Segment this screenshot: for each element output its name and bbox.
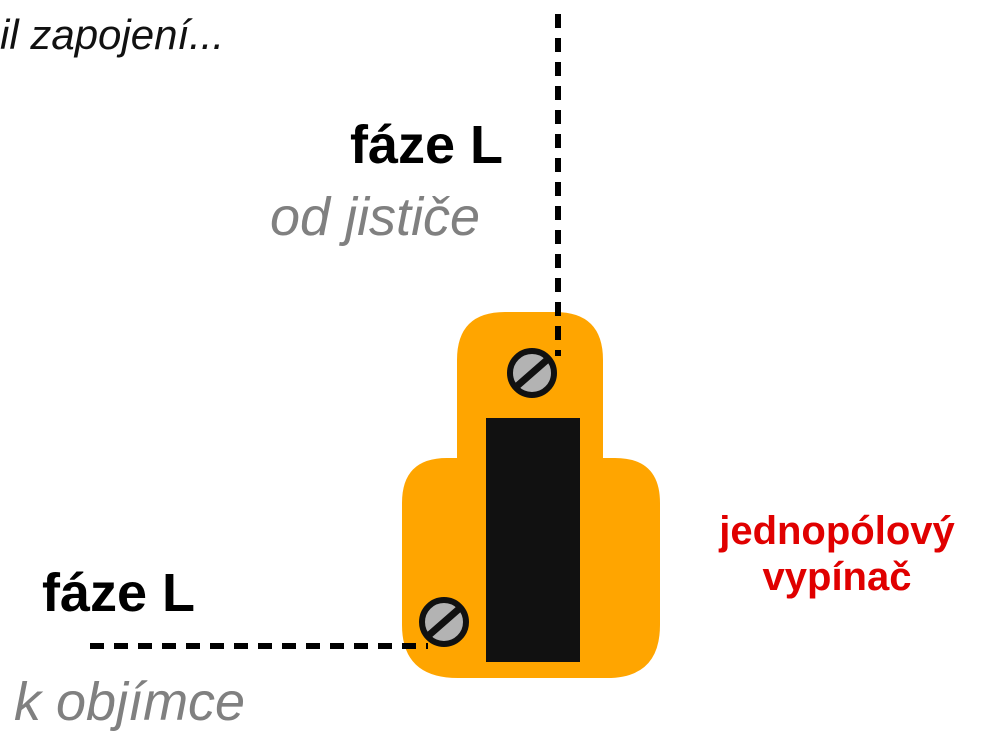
switch-type-label: jednopólový vypínač: [712, 508, 962, 600]
switch-rocker: [486, 418, 580, 662]
caption-text: il zapojení...: [0, 11, 225, 58]
bottom-terminal-screw: [419, 597, 469, 647]
top-terminal-screw: [507, 348, 557, 398]
to-socket-label: k objímce: [14, 672, 246, 732]
outgoing-phase-label: fáze L: [42, 563, 196, 623]
switch-label-line-1: jednopólový: [719, 509, 955, 553]
from-breaker-label: od jističe: [270, 187, 481, 247]
switch-label-line-2: vypínač: [762, 555, 912, 599]
incoming-phase-label: fáze L: [350, 115, 504, 175]
